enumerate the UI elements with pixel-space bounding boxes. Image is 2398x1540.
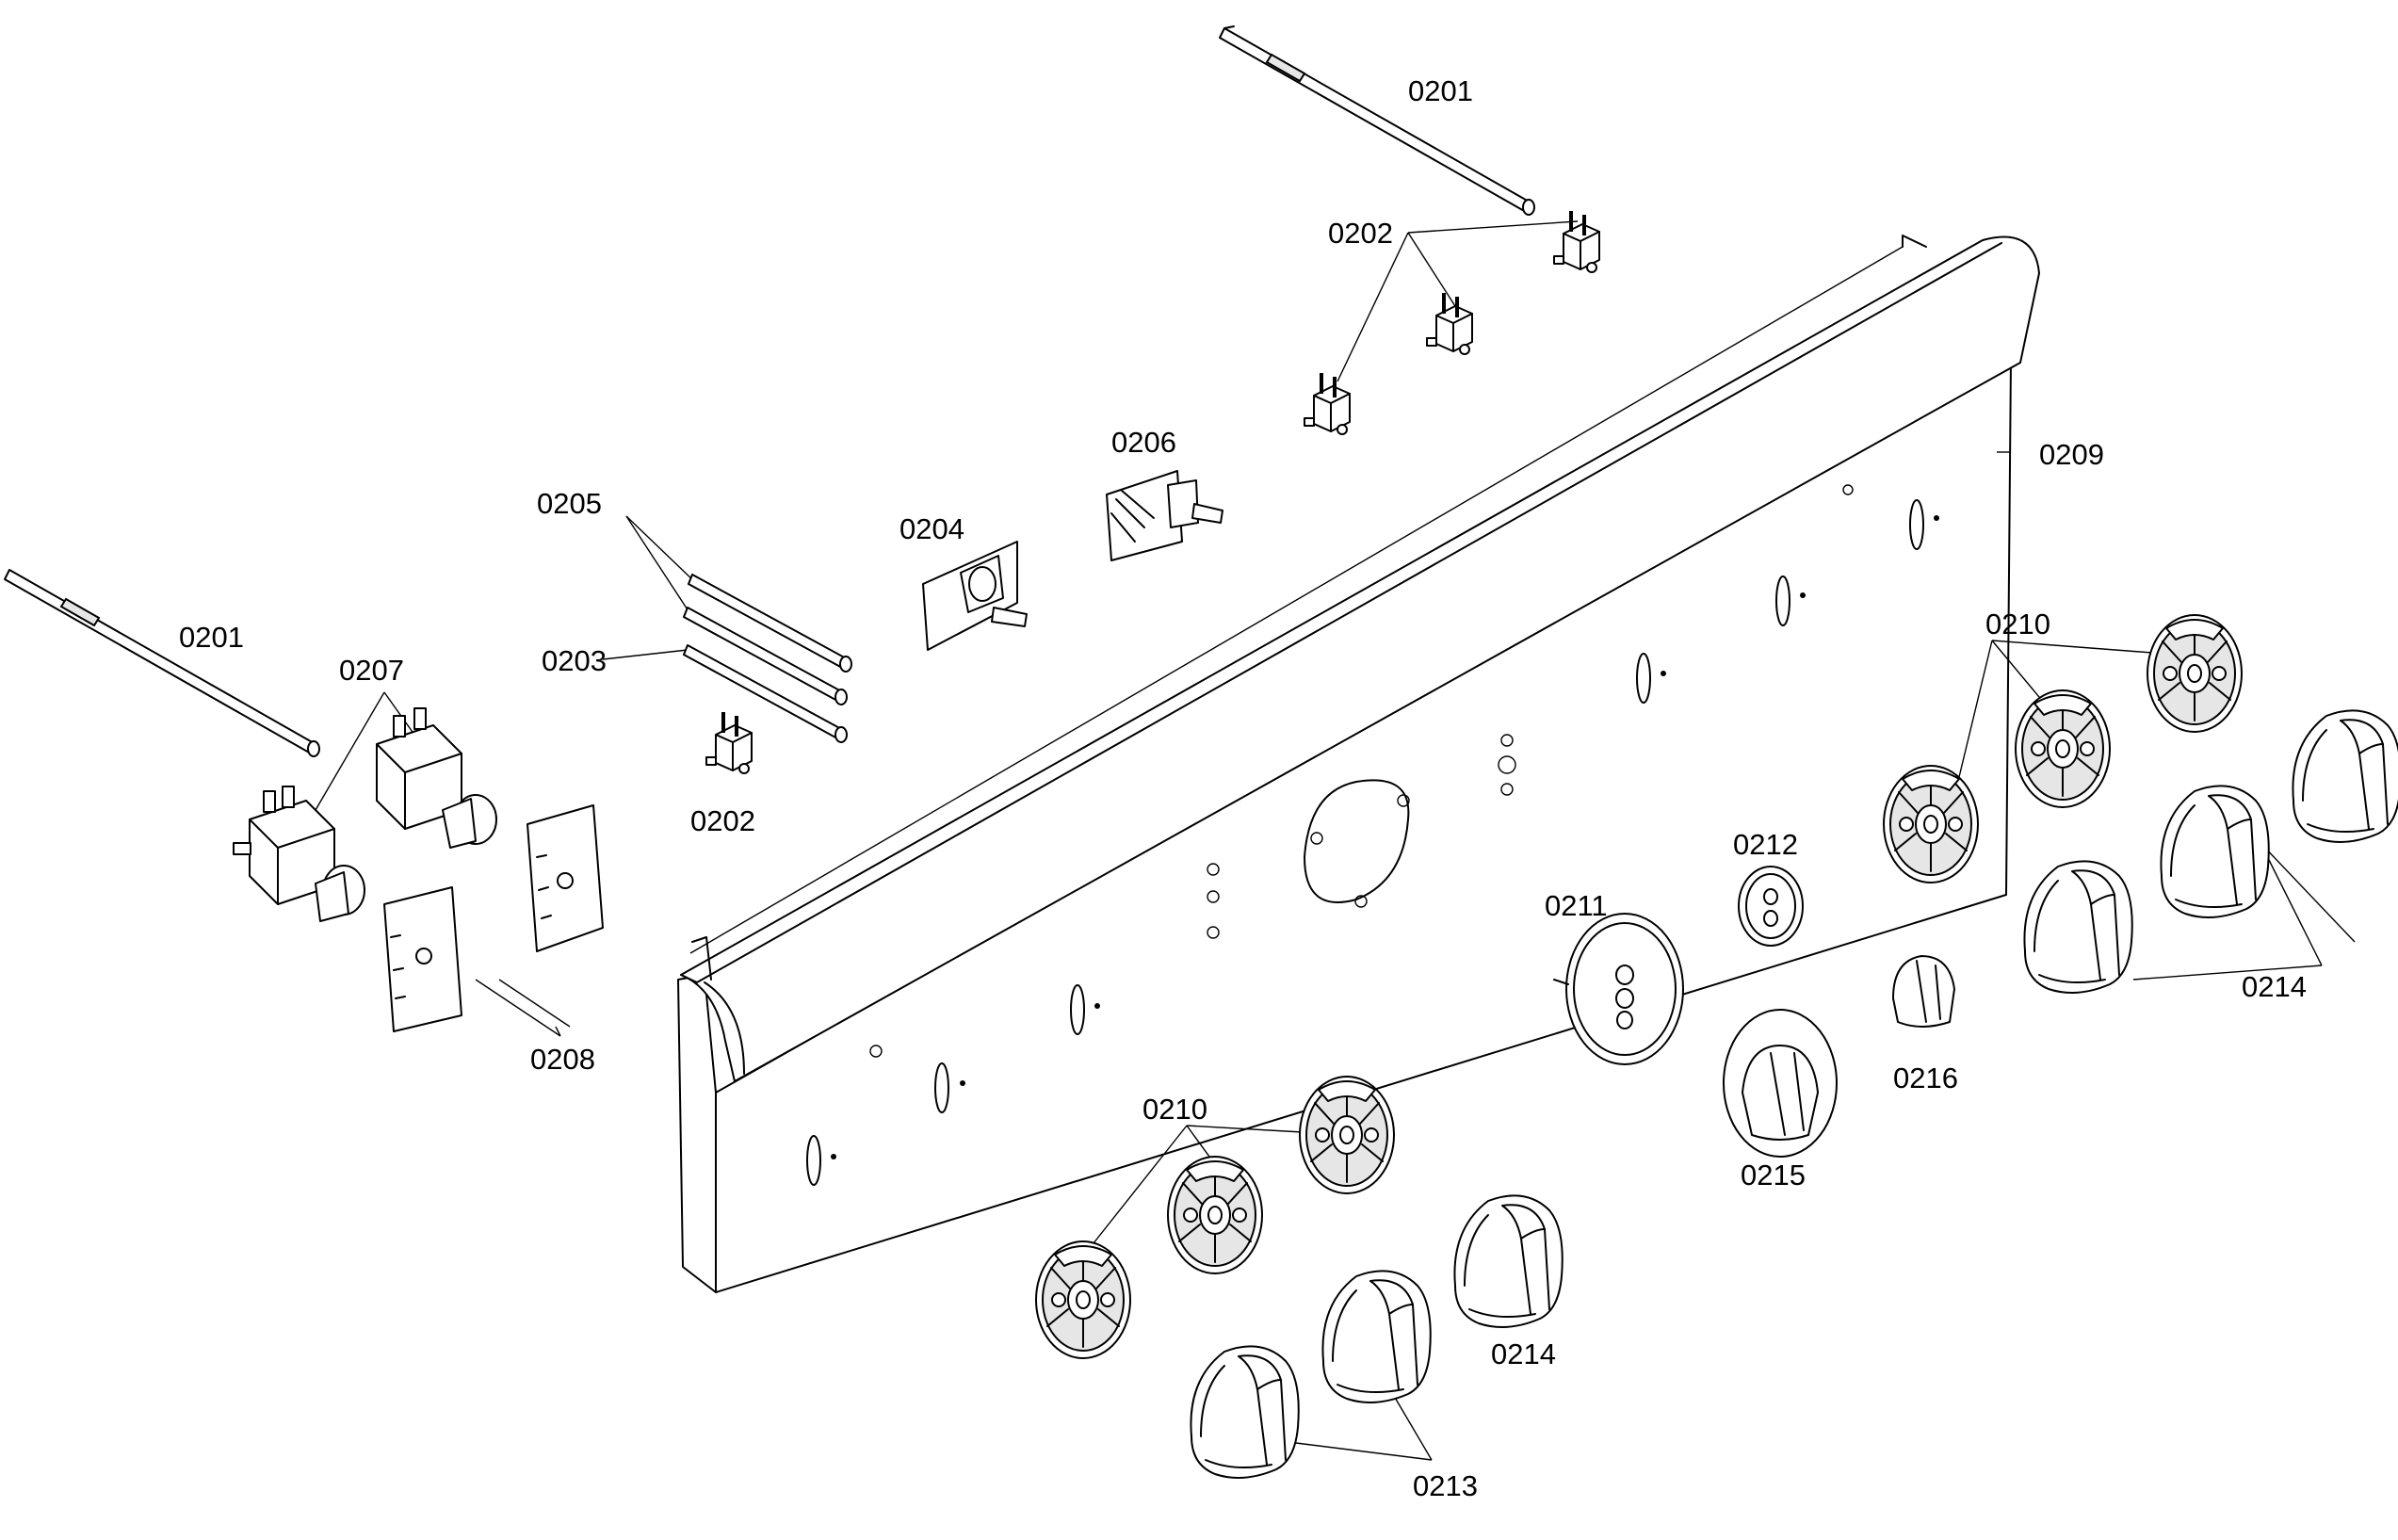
label-0215: 0215 [1741,1159,1806,1191]
dial-0210-b [2015,689,2111,808]
knob-0214-b [2160,785,2270,918]
label-0209: 0209 [2039,438,2104,471]
dial-0210-a [2147,614,2243,733]
label-0202-bottom: 0202 [690,804,755,837]
knob-0214-a [2292,709,2398,843]
bezel-0212 [1738,866,1804,947]
switch-0202-d [705,711,753,774]
label-0207: 0207 [339,654,404,687]
label-0213: 0213 [1413,1469,1478,1502]
label-0206: 0206 [1111,426,1176,459]
rod-0201-left [4,569,320,757]
label-0211: 0211 [1545,889,1608,922]
thermostat-0204 [922,541,1028,651]
dial-0210-e [1167,1156,1263,1274]
label-0210-right: 0210 [1985,608,2050,640]
label-0208: 0208 [530,1043,595,1076]
label-0214-bottom: 0214 [1491,1337,1556,1370]
valve-0207-a [376,707,497,849]
label-0216: 0216 [1893,1062,1958,1094]
switch-0206 [1106,470,1223,561]
timer-0208-b [383,886,462,1032]
knob-0215 [1723,1009,1838,1158]
label-0212: 0212 [1733,828,1798,861]
switch-0202-c [1304,372,1351,435]
dial-0210-c [1883,765,1979,883]
part-labels: 0201 0201 0202 0202 0203 0204 0205 0206 … [179,74,2307,1502]
knob-0214-f [1190,1345,1300,1479]
knob-0216 [1892,955,1955,1028]
label-0205: 0205 [537,487,602,520]
label-0202-top: 0202 [1328,217,1393,250]
bezel-0211 [1553,913,1684,1065]
timer-0208-a [527,804,604,952]
rods-0205-0203 [683,574,852,743]
label-0214-right: 0214 [2242,970,2307,1003]
label-0203: 0203 [542,644,607,677]
knob-0214-e [1321,1270,1432,1403]
dial-0210-f [1035,1240,1131,1359]
switch-0202-a [1553,210,1600,273]
label-0210-bottom: 0210 [1142,1093,1207,1126]
label-0201-top: 0201 [1408,74,1473,107]
label-0201-left: 0201 [179,621,244,654]
dial-0210-d [1299,1076,1395,1194]
label-0204: 0204 [899,512,964,545]
knob-0214-d [1453,1194,1564,1328]
leader-lines [315,220,2356,1461]
knob-0214-c [2023,860,2133,994]
switch-0202-b [1426,292,1473,355]
control-panel [677,235,2040,1293]
rod-0201-top [1219,25,1535,216]
valve-0207-b [233,786,365,922]
